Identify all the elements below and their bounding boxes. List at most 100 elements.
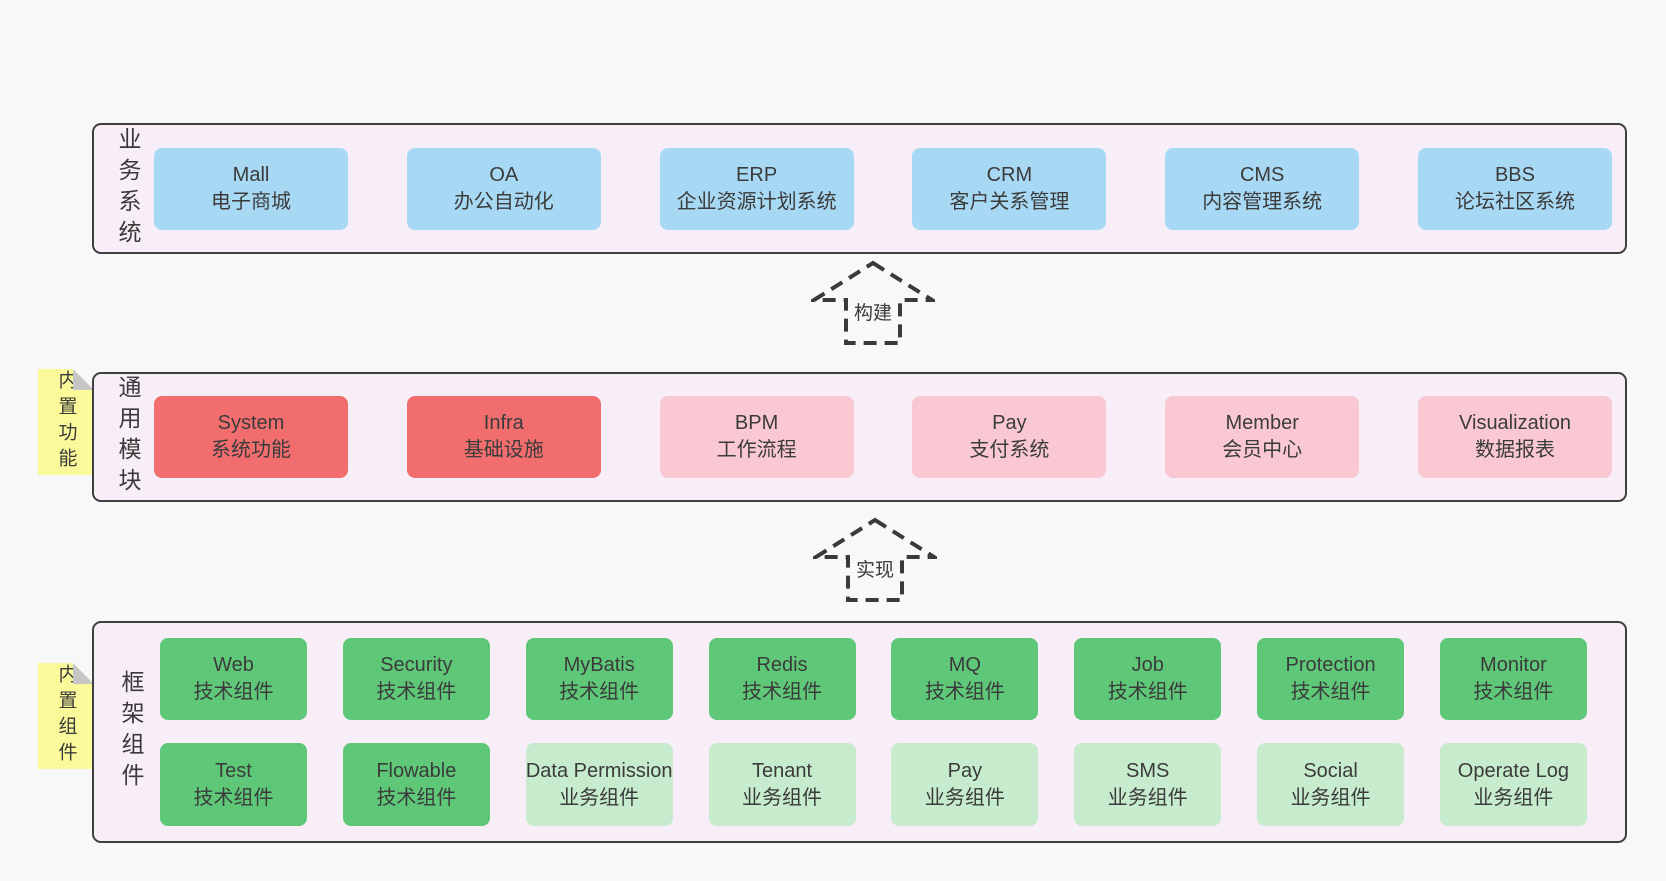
box-title: Monitor xyxy=(1480,654,1547,676)
box-subtitle: 办公自动化 xyxy=(453,190,554,213)
box-subtitle: 客户关系管理 xyxy=(949,190,1070,213)
box-infra: Infra 基础设施 xyxy=(406,396,601,478)
box-bbs: BBS 论坛社区系统 xyxy=(1417,147,1612,230)
box-subtitle: 业务组件 xyxy=(559,786,640,809)
box-bpm: BPM 工作流程 xyxy=(659,396,854,478)
box-subtitle: 业务组件 xyxy=(742,786,823,809)
box-title: Data Permission xyxy=(525,759,673,782)
box-subtitle: 技术组件 xyxy=(193,681,274,703)
band-modules-label: 通用模块 xyxy=(115,375,141,499)
band-common-modules: 通用模块 System 系统功能 Infra 基础设施 BPM 工作流程 Pay… xyxy=(92,372,1627,502)
box-cms: CMS 内容管理系统 xyxy=(1165,147,1360,230)
box-test: Test 技术组件 xyxy=(160,743,307,826)
band-framework-components: 框架组件 Web 技术组件 Security 技术组件 MyBatis 技术组件… xyxy=(92,621,1627,843)
box-subtitle: 技术组件 xyxy=(924,681,1005,703)
box-title: Mall xyxy=(232,163,270,186)
folded-corner-icon xyxy=(73,663,94,684)
box-oa: OA 办公自动化 xyxy=(406,147,601,230)
box-title: Redis xyxy=(756,654,808,676)
box-subtitle: 技术组件 xyxy=(376,681,457,703)
box-title: Operate Log xyxy=(1457,759,1569,782)
box-pay-component: Pay 业务组件 xyxy=(891,743,1039,826)
arrow-implement-up: 实现 xyxy=(813,517,937,603)
box-data-permission: Data Permission 业务组件 xyxy=(525,743,673,826)
box-system: System 系统功能 xyxy=(154,396,348,478)
box-mybatis: MyBatis 技术组件 xyxy=(525,638,673,720)
box-protection: Protection 技术组件 xyxy=(1257,638,1405,720)
box-title: Protection xyxy=(1285,654,1376,676)
box-subtitle: 技术组件 xyxy=(193,786,274,809)
dashed-up-arrow-icon xyxy=(813,517,937,602)
band-modules-track: System 系统功能 Infra 基础设施 BPM 工作流程 Pay 支付系统… xyxy=(154,374,1625,500)
box-subtitle: 业务组件 xyxy=(1107,786,1188,809)
box-sms: SMS 业务组件 xyxy=(1074,743,1222,826)
box-mall: Mall 电子商城 xyxy=(154,147,348,230)
box-title: BPM xyxy=(734,412,779,434)
box-title: Flowable xyxy=(376,759,457,782)
box-title: Social xyxy=(1303,759,1358,782)
box-subtitle: 技术组件 xyxy=(1107,681,1188,703)
arrow-implement-label: 实现 xyxy=(850,555,900,582)
box-subtitle: 内容管理系统 xyxy=(1202,190,1323,213)
box-subtitle: 电子商城 xyxy=(211,190,291,213)
box-subtitle: 技术组件 xyxy=(1473,681,1554,703)
box-title: Web xyxy=(213,654,254,676)
box-title: Member xyxy=(1225,412,1299,434)
box-subtitle: 基础设施 xyxy=(463,439,544,461)
box-title: ERP xyxy=(736,163,778,186)
box-title: Job xyxy=(1131,654,1164,676)
dashed-up-arrow-icon xyxy=(811,260,935,345)
tag-built-in-functions: 内置功能 xyxy=(38,369,94,475)
arrow-build-up: 构建 xyxy=(811,260,935,346)
box-monitor: Monitor 技术组件 xyxy=(1439,638,1587,720)
box-title: BBS xyxy=(1494,163,1535,186)
box-redis: Redis 技术组件 xyxy=(708,638,856,720)
box-subtitle: 企业资源计划系统 xyxy=(676,190,837,213)
box-subtitle: 会员中心 xyxy=(1222,439,1303,461)
box-title: Tenant xyxy=(752,759,813,782)
box-title: CRM xyxy=(986,163,1033,186)
box-pay-module: Pay 支付系统 xyxy=(912,396,1107,478)
box-subtitle: 业务组件 xyxy=(924,786,1005,809)
arrow-build-label: 构建 xyxy=(848,298,898,325)
box-subtitle: 技术组件 xyxy=(1290,681,1371,703)
box-subtitle: 支付系统 xyxy=(969,439,1050,461)
box-subtitle: 业务组件 xyxy=(1473,786,1554,809)
box-flowable: Flowable 技术组件 xyxy=(342,743,490,826)
box-subtitle: 业务组件 xyxy=(1290,786,1371,809)
box-title: SMS xyxy=(1126,759,1170,782)
band-business-systems: 业务系统 Mall 电子商城 OA 办公自动化 ERP 企业资源计划系统 CRM… xyxy=(92,123,1627,254)
band-business-label: 业务系统 xyxy=(115,126,141,251)
box-title: Pay xyxy=(947,759,983,782)
box-subtitle: 系统功能 xyxy=(211,439,291,461)
box-subtitle: 论坛社区系统 xyxy=(1454,190,1575,213)
box-title: Pay xyxy=(992,412,1027,434)
box-title: CMS xyxy=(1239,163,1285,186)
box-erp: ERP 企业资源计划系统 xyxy=(659,147,854,230)
box-job: Job 技术组件 xyxy=(1074,638,1222,720)
box-title: Visualization xyxy=(1459,412,1571,434)
box-tenant: Tenant 业务组件 xyxy=(708,743,856,826)
folded-corner-icon xyxy=(73,369,94,390)
box-member: Member 会员中心 xyxy=(1165,396,1360,478)
box-title: Test xyxy=(215,759,252,782)
box-subtitle: 工作流程 xyxy=(716,439,797,461)
box-subtitle: 技术组件 xyxy=(376,786,457,809)
box-title: OA xyxy=(489,163,519,186)
box-subtitle: 技术组件 xyxy=(559,681,640,703)
band-framework-label: 框架组件 xyxy=(118,670,144,794)
band-framework-track: Web 技术组件 Security 技术组件 MyBatis 技术组件 Redi… xyxy=(160,623,1625,841)
box-title: System xyxy=(217,412,285,434)
tag-label: 内置功能 xyxy=(55,370,77,474)
box-title: Security xyxy=(380,654,453,676)
tag-built-in-components: 内置组件 xyxy=(38,663,94,769)
box-crm: CRM 客户关系管理 xyxy=(912,147,1107,230)
box-web: Web 技术组件 xyxy=(160,638,307,720)
box-social: Social 业务组件 xyxy=(1257,743,1405,826)
box-title: Infra xyxy=(483,412,524,434)
tag-label: 内置组件 xyxy=(55,664,77,768)
box-visualization: Visualization 数据报表 xyxy=(1417,396,1612,478)
box-title: MQ xyxy=(948,654,981,676)
box-security: Security 技术组件 xyxy=(342,638,490,720)
box-subtitle: 数据报表 xyxy=(1474,439,1555,461)
